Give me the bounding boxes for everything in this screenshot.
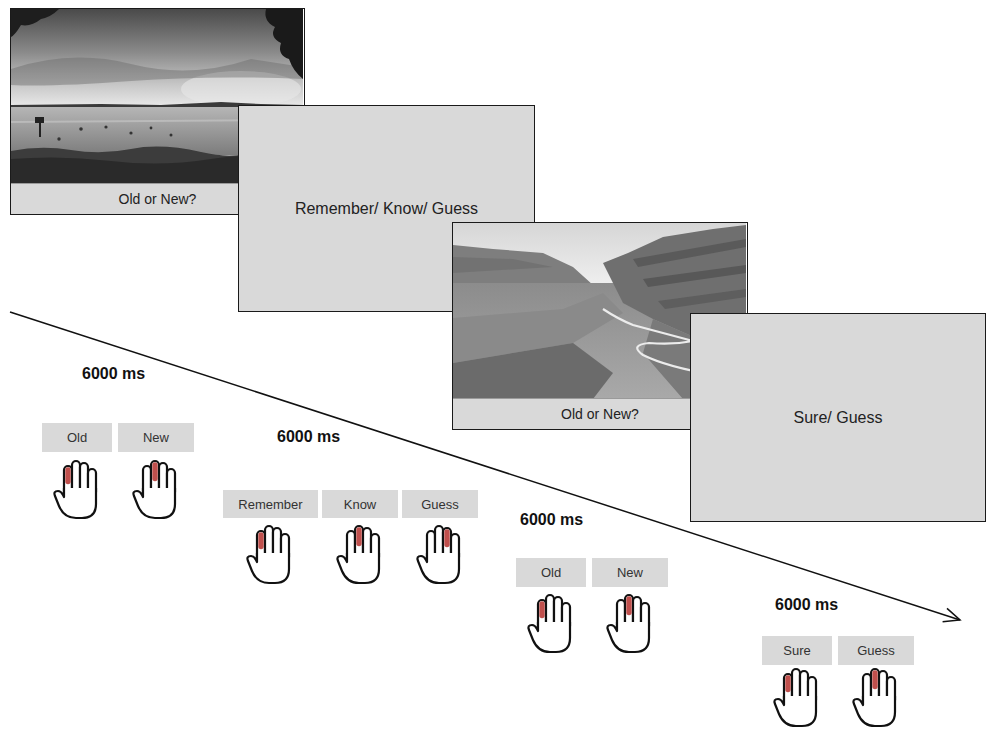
hand-icon [528,595,570,652]
duration-label: 6000 ms [277,428,340,446]
hand-icon [774,669,816,726]
response-button: Old [42,423,112,452]
response-button: Guess [838,636,914,665]
response-button: Remember [223,490,318,518]
response-button: Guess [402,490,478,518]
prompt-text: Remember/ Know/ Guess [295,200,478,218]
duration-label: 6000 ms [775,596,838,614]
button-label: Sure [783,643,810,658]
button-label: Remember [238,497,302,512]
hand-icon [853,669,895,726]
timeline-arrowhead [943,608,960,621]
response-button: Know [322,490,398,518]
button-label: Know [344,497,377,512]
prompt-text: Sure/ Guess [794,409,883,427]
button-label: Old [541,565,561,580]
duration-label: 6000 ms [520,511,583,529]
prompt-text: Old or New? [119,191,197,207]
duration-label: 6000 ms [82,365,145,383]
hand-icon [247,526,289,583]
hand-icon [607,595,649,652]
button-label: New [617,565,643,580]
response-button: Old [516,558,586,587]
hand-icon [417,526,459,583]
response-screen: Sure/ Guess [690,313,986,522]
response-button: New [592,558,668,587]
hand-icon [133,461,175,518]
hand-icon [337,526,379,583]
button-label: Guess [421,497,459,512]
button-label: New [143,430,169,445]
prompt-text: Old or New? [561,406,639,422]
button-label: Guess [857,643,895,658]
response-button: New [118,423,194,452]
button-label: Old [67,430,87,445]
response-button: Sure [762,636,832,665]
hand-icon [54,461,96,518]
